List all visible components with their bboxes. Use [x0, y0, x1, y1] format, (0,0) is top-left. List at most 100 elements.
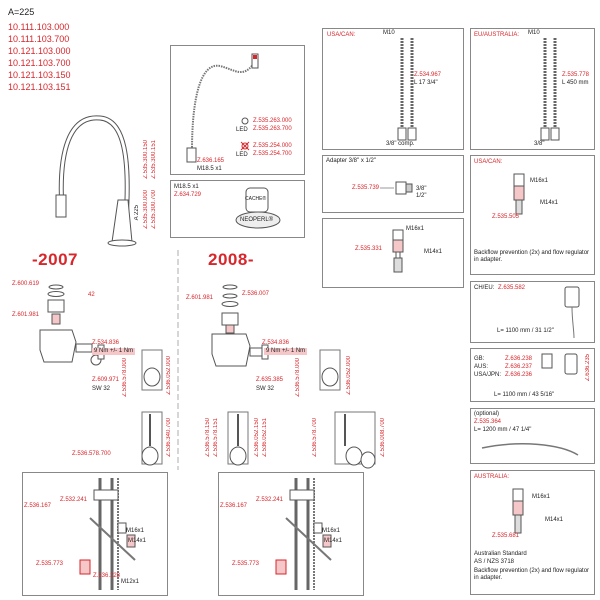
spray-thread: M18.5 x1 [197, 166, 222, 172]
spray-head-box [170, 45, 305, 175]
era-label-right: 2008- [208, 250, 254, 269]
article-code: 10.121.103.000 [8, 46, 71, 56]
adapter2-box [322, 218, 464, 288]
hose-length: L 450 mm [562, 80, 589, 86]
valve-code: Z.535.505 [492, 214, 520, 220]
hose-code: Z.534.967 [414, 72, 442, 78]
aerator-code: Z.634.729 [174, 192, 202, 198]
cache-label: CACHE® [245, 196, 267, 202]
adapter-title: Adapter 3/8" x 1/2" [326, 158, 376, 164]
adapter-size: 3/8" [416, 186, 427, 192]
part-code: Z.635.385 [256, 377, 284, 383]
hose-comp: 3/8" comp. [386, 141, 415, 147]
thread-label: M16x1 [322, 528, 341, 534]
region-label: USA/CAN: [474, 159, 503, 165]
eu-aus-hose-box [470, 28, 595, 150]
thread-label: M14x1 [424, 249, 443, 255]
optional-code: Z.535.364 [474, 419, 502, 425]
article-code: 10.121.103.700 [8, 58, 71, 68]
led-code: Z.535.263.700 [253, 126, 292, 132]
torque-label: 9 Nm +/- 1 Nm [92, 348, 136, 355]
power-length: L= 1100 mm / 31 1/2" [497, 328, 554, 334]
adapter-code: Z.535.739 [352, 185, 380, 191]
led-code: Z.535.254.000 [253, 143, 292, 149]
hose-set-box-left [22, 472, 168, 596]
region-label: USA/CAN: [327, 32, 356, 38]
part-code: Z.536.167 [220, 503, 248, 509]
aerator-box [170, 180, 305, 238]
led-label: LED [236, 127, 248, 133]
australia-note: Backflow prevention (2x) and flow regula… [474, 568, 590, 581]
adapter2-code: Z.535.331 [355, 246, 383, 252]
hose-thread: M10 [383, 30, 395, 36]
standard-label: AS / NZS 3718 [474, 559, 515, 565]
hose-size: 3/8" [534, 141, 545, 147]
australia-box [470, 470, 595, 595]
thread-label: M16x1 [530, 178, 549, 184]
hose-set-box-right [218, 472, 364, 596]
hose-code: Z.535.778 [562, 72, 590, 78]
usa-can-hose-box [322, 28, 464, 150]
led-code: Z.535.263.000 [253, 118, 292, 124]
optional-length: L= 1200 mm / 47 1/4" [474, 427, 532, 433]
led-code: Z.535.254.700 [253, 151, 292, 157]
optional-box [470, 408, 595, 464]
article-codes: 10.111.103.000 10.111.103.700 10.121.103… [8, 22, 71, 92]
power-code: Z.635.582 [498, 285, 526, 291]
part-code: Z.534.836 [262, 340, 290, 346]
part-code: Z.609.971 [92, 377, 120, 383]
usacan-valve-box [470, 155, 595, 275]
wrench-size: SW 32 [92, 386, 111, 392]
adapter-size: 1/2" [416, 193, 427, 199]
part-code: Z.536.007 [242, 291, 270, 297]
part-code: Z.535.773 [232, 561, 260, 567]
power-code: Z.636.237 [505, 364, 533, 370]
thread-label: M14x1 [545, 517, 564, 523]
part-code: Z.532.241 [60, 497, 88, 503]
part-code: Z.536.167 [24, 503, 52, 509]
part-code: Z.536.228 [93, 573, 121, 579]
valve-note: Backflow prevention (2x) and flow regula… [474, 250, 590, 263]
optional-label: (optional) [474, 411, 500, 417]
led-label: LED [236, 152, 248, 158]
thread-label: M12x1 [121, 579, 140, 585]
power-length: L= 1100 mm / 43 5/16" [494, 392, 555, 398]
thread-label: M16x1 [406, 226, 425, 232]
adapter-box [322, 155, 464, 213]
part-number: 42 [88, 292, 95, 298]
thread-label: M16x1 [126, 528, 145, 534]
hose-thread: M10 [528, 30, 540, 36]
region-label: AUSTRALIA: [474, 474, 510, 480]
hose-length: L 17 3/4" [414, 80, 438, 86]
part-code: Z.601.981 [186, 295, 214, 301]
article-code: 10.111.103.700 [8, 34, 70, 44]
spray-hose-code: Z.636.165 [197, 158, 225, 164]
part-code: Z.535.773 [36, 561, 64, 567]
thread-label: M14x1 [540, 200, 559, 206]
wrench-size: SW 32 [256, 386, 275, 392]
neoperl-label: NEOPERL® [240, 217, 274, 223]
power-box-2 [470, 348, 595, 402]
region-label: AUS: [474, 364, 489, 370]
part-code: Z.534.836 [92, 340, 120, 346]
region-label: CH/EU: [474, 285, 495, 291]
torque-label: 9 Nm +/- 1 Nm [264, 348, 308, 355]
part-code: Z.536.578.700 [72, 451, 111, 457]
australia-code: Z.535.681 [492, 533, 520, 539]
power-box [470, 281, 595, 343]
part-code: Z.601.981 [12, 312, 40, 318]
part-code: Z.532.241 [256, 497, 284, 503]
model-label: A=225 [8, 7, 35, 17]
region-label: GB: [474, 356, 485, 362]
